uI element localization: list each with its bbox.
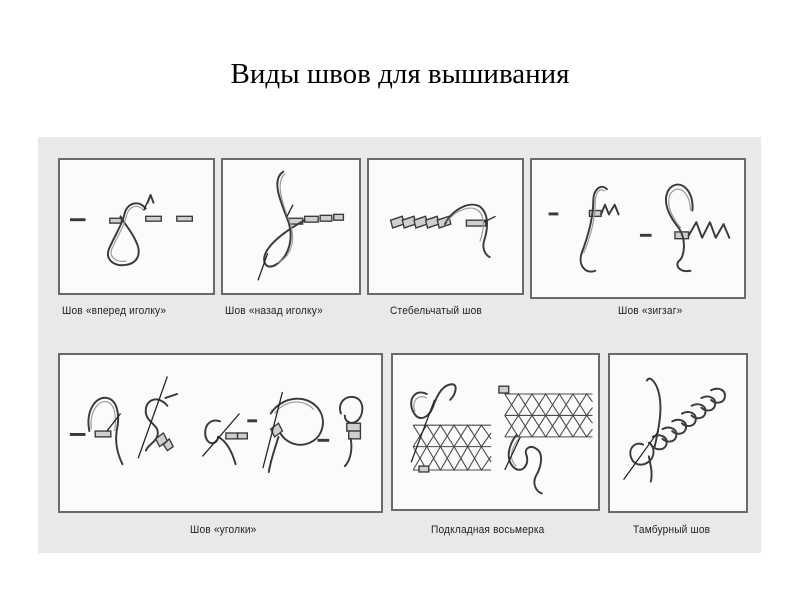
caption-figure-eight-stitch: Подкладная восьмерка: [431, 524, 545, 536]
panel-corners-stitch: [58, 353, 383, 513]
panel-stem-stitch: [367, 158, 524, 295]
caption-zigzag-stitch: Шов «зигзаг»: [618, 305, 683, 317]
panel-chain-stitch: [608, 353, 748, 513]
panel-figure-eight-stitch: [391, 353, 600, 511]
panel-zigzag-stitch: [530, 158, 746, 299]
caption-back-stitch: Шов «назад иголку»: [225, 305, 323, 317]
back-stitch-illustration: [257, 170, 345, 281]
figure-eight-illustration: [410, 383, 593, 495]
chain-stitch-illustration: [623, 377, 726, 483]
panel-forward-stitch: [58, 158, 215, 295]
zigzag-stitch-illustration: [548, 183, 731, 273]
stitch-diagram-sheet: Шов «назад иголку» Стебельчатый шов: [38, 137, 761, 553]
page-title: Виды швов для вышивания: [230, 58, 570, 90]
panel-back-stitch: [221, 158, 361, 295]
caption-corners-stitch: Шов «уголки»: [190, 524, 257, 536]
stem-stitch-illustration: [389, 203, 496, 259]
caption-stem-stitch: Стебельчатый шов: [390, 305, 482, 317]
caption-chain-stitch: Тамбурный шов: [633, 524, 711, 536]
corners-stitch-illustration: [69, 376, 364, 473]
forward-stitch-illustration: [70, 193, 194, 267]
caption-forward-stitch: Шов «вперед иголку»: [62, 305, 167, 317]
